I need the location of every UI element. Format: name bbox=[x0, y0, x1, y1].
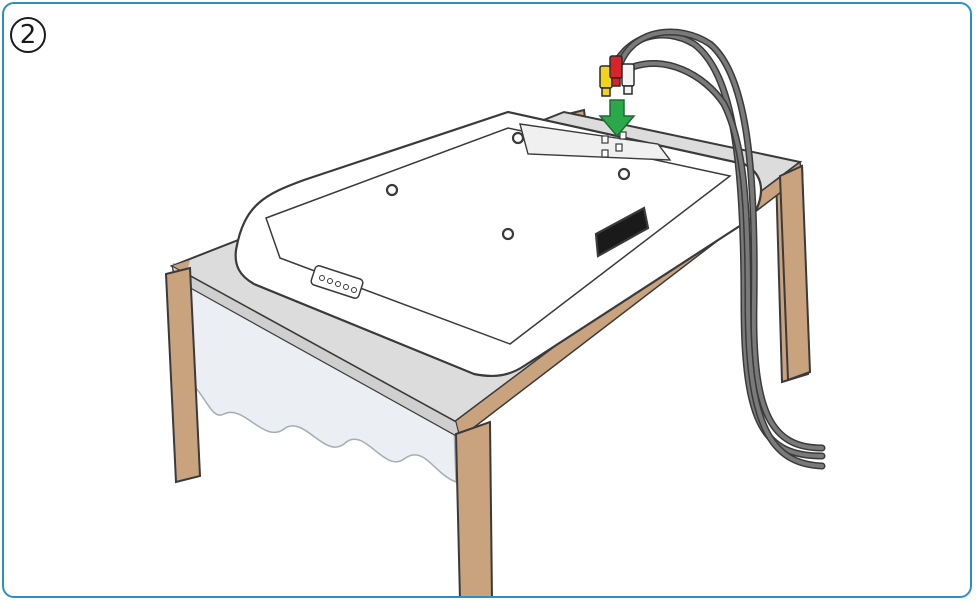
av-cables bbox=[606, 28, 826, 470]
av-cable-plugs bbox=[599, 55, 635, 97]
table-front-legs bbox=[164, 164, 812, 596]
illustration-frame: 2 bbox=[2, 2, 972, 598]
down-arrow-icon bbox=[598, 99, 636, 138]
step-number-badge: 2 bbox=[10, 17, 46, 53]
tv-on-table-illustration bbox=[164, 28, 826, 596]
